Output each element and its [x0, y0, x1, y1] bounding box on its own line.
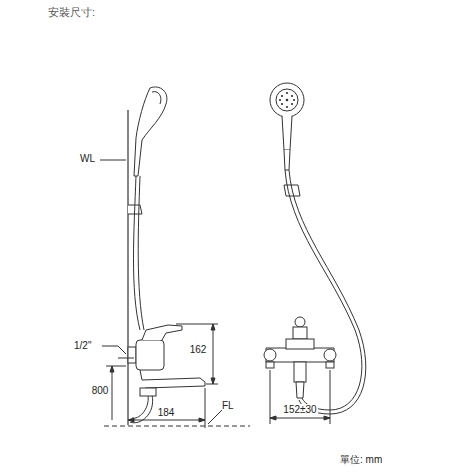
pipe-size-label: 1/2" [74, 340, 91, 351]
dimension-label: 162 [189, 344, 208, 355]
unit-note: 單位: mm [340, 454, 382, 465]
dimension-label: 152±30 [282, 404, 317, 415]
dimension-label: 184 [157, 407, 176, 418]
dimension-label: 800 [91, 385, 110, 396]
floor-level-label: FL [222, 400, 234, 411]
drawing-title: 安裝尺寸: [48, 6, 95, 18]
wall-level-label: WL [80, 153, 95, 164]
